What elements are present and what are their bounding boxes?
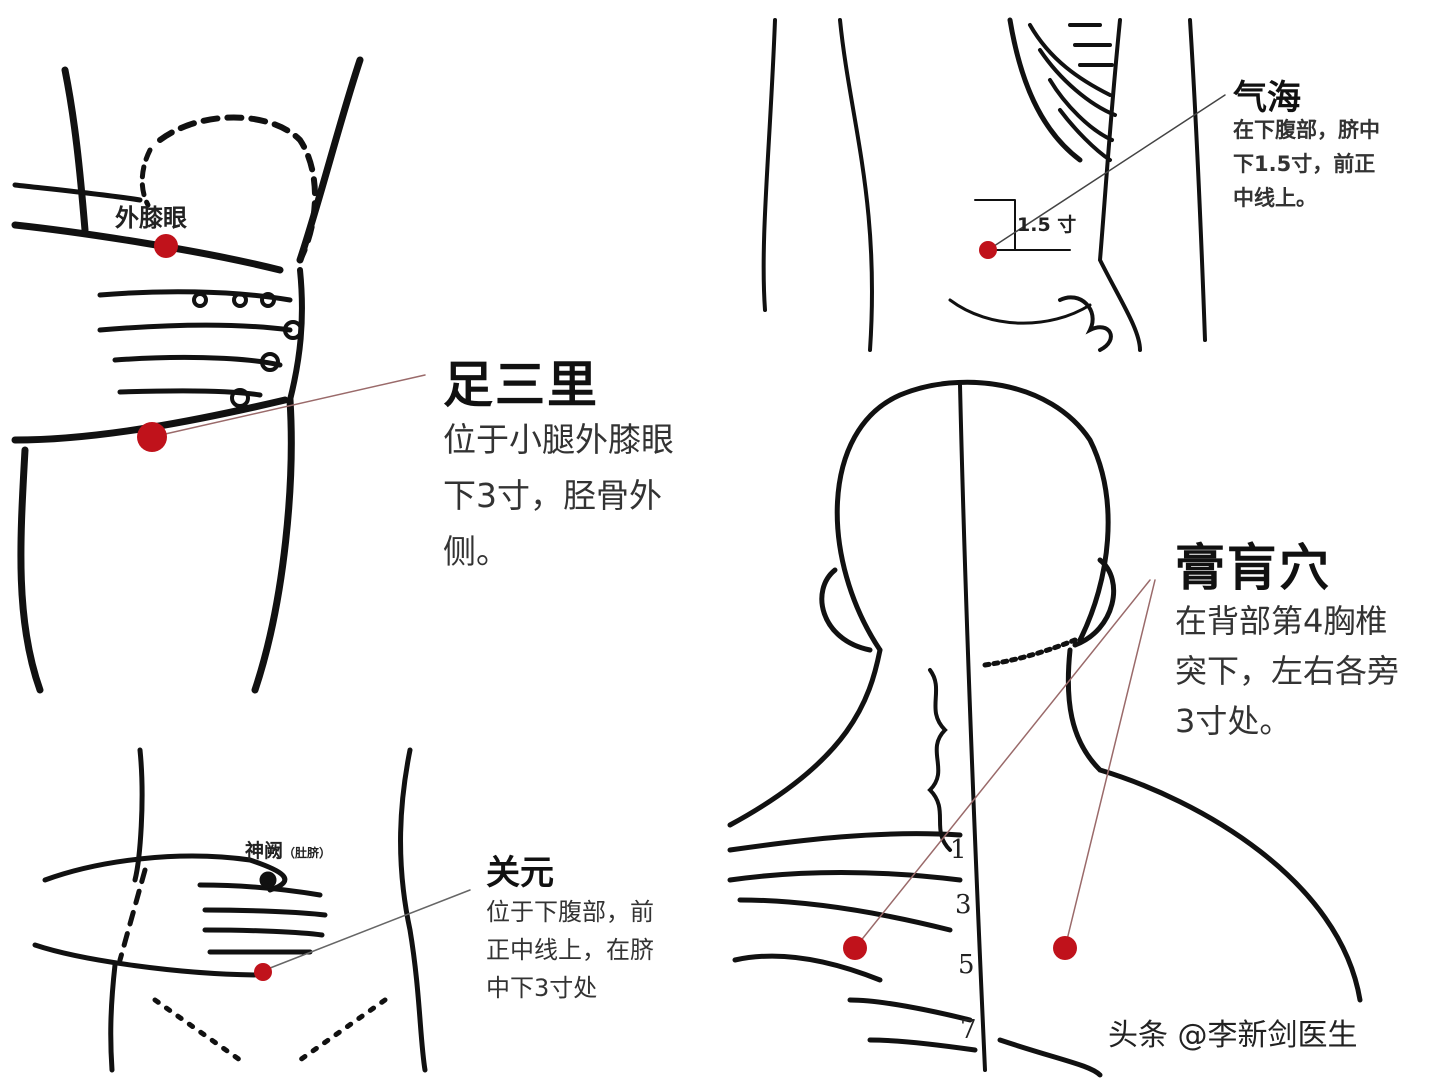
gaohuang-title: 膏肓穴 [1175, 539, 1331, 597]
gaohuang-pointer-line-left [854, 579, 1151, 949]
gaohuang-desc-line: 3寸处。 [1175, 702, 1292, 740]
vertebra-label-3: 3 [955, 890, 972, 920]
vertebra-label-7: 7 [960, 1015, 977, 1045]
qihai-description: 在下腹部，脐中 下1.5寸，前正 中线上。 [1233, 113, 1380, 215]
qihai-desc-line: 在下腹部，脐中 [1233, 118, 1380, 142]
zusanli-desc-line: 下3寸，胫骨外 [443, 476, 662, 515]
shenque-name: 神阙 [245, 840, 284, 862]
guanyuan-desc-line: 中下3寸处 [486, 974, 598, 1002]
zusanli-pointer-line [151, 374, 426, 438]
qihai-acupoint [979, 241, 997, 259]
lower-abdomen-hand-drawing [32, 747, 428, 1073]
gaohuang-acupoint-right [1053, 936, 1077, 960]
shenque-label: 神阙（肚脐） [245, 836, 331, 863]
shenque-note: （肚脐） [283, 846, 332, 860]
knee-hand-drawing [11, 56, 364, 694]
watermark: 头条 @李新剑医生 [1108, 1018, 1358, 1053]
gaohuang-acupoint-left [843, 936, 867, 960]
guanyuan-description: 位于下腹部，前 正中线上，在脐 中下3寸处 [486, 893, 654, 1007]
waixiyan-label: 外膝眼 [115, 204, 187, 232]
qihai-title: 气海 [1233, 78, 1301, 118]
vertebra-label-5: 5 [958, 950, 975, 980]
qihai-pointer-line [987, 94, 1226, 251]
guanyuan-pointer-line [264, 889, 471, 971]
guanyuan-title: 关元 [486, 853, 554, 893]
abdomen-ribs-drawing [761, 17, 1207, 352]
back-head-shoulders-drawing [727, 379, 1363, 1078]
qihai-desc-line: 下1.5寸，前正 [1233, 152, 1376, 176]
qihai-measure-label: 1.5 寸 [1017, 214, 1077, 236]
zusanli-title: 足三里 [443, 356, 599, 414]
vertebra-label-1: 1 [950, 835, 967, 865]
guanyuan-desc-line: 位于下腹部，前 [486, 898, 654, 926]
gaohuang-description: 在背部第4胸椎 突下，左右各旁 3寸处。 [1175, 596, 1440, 746]
gaohuang-desc-line: 突下，左右各旁 [1175, 652, 1400, 690]
zusanli-desc-line: 位于小腿外膝眼 [443, 420, 674, 459]
zusanli-desc-line: 侧。 [443, 532, 509, 571]
qihai-desc-line: 中线上。 [1233, 186, 1317, 210]
gaohuang-desc-line: 在背部第4胸椎 [1175, 602, 1388, 640]
zusanli-acupoint [137, 422, 167, 452]
guanyuan-acupoint [254, 963, 272, 981]
guanyuan-desc-line: 正中线上，在脐 [486, 936, 654, 964]
waixiyan-acupoint [154, 234, 178, 258]
gaohuang-pointer-line-right [1064, 579, 1156, 949]
zusanli-description: 位于小腿外膝眼 下3寸，胫骨外 侧。 [443, 412, 674, 580]
